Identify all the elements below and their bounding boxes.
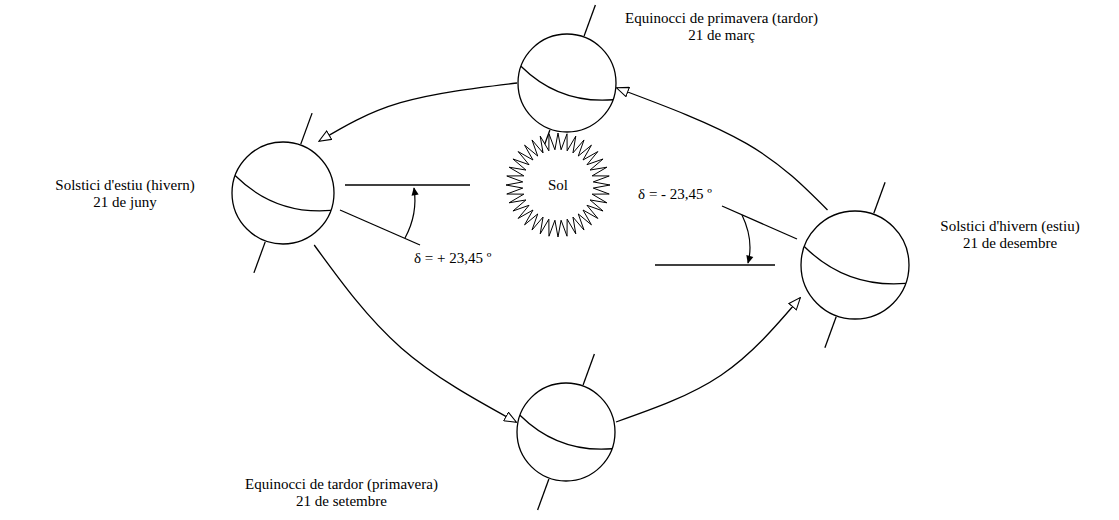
globe-outline — [801, 211, 909, 319]
earth-globe: Solstici d'hivern (estiu) 21 de desembre — [800, 210, 910, 320]
position-label: Equinocci de tardor (primavera) 21 de se… — [240, 476, 443, 510]
earth-axis — [874, 182, 885, 213]
orbit-arrow — [319, 83, 517, 141]
orbit-arrow — [616, 298, 800, 422]
earth-globe: Equinocci de tardor (primavera) 21 de se… — [516, 382, 616, 482]
declination-label: δ = + 23,45 º — [414, 250, 491, 267]
orbit-arrow — [617, 88, 828, 210]
globe-drawing — [231, 141, 335, 245]
sun-ray-line — [655, 264, 775, 265]
equator-line — [804, 247, 905, 284]
angle-arc — [742, 215, 750, 263]
earth-axis — [825, 317, 836, 348]
earth-axis — [301, 113, 312, 144]
position-label: Equinocci de primavera (tardor) 21 de ma… — [620, 10, 823, 44]
earth-axis — [538, 479, 549, 510]
globe-drawing — [516, 382, 616, 482]
equator-line — [520, 415, 612, 449]
globe-drawing — [800, 210, 910, 320]
globe-outline — [517, 383, 615, 481]
equator-plane-line — [722, 206, 797, 239]
position-label: Solstici d'hivern (estiu) 21 de desembre — [935, 218, 1085, 252]
sun-rays — [506, 133, 610, 237]
sun-shape: Sol — [506, 133, 610, 237]
equator-plane-line — [340, 210, 420, 245]
earth-globe: Solstici d'estiu (hivern) 21 de juny — [231, 141, 335, 245]
equator-line — [521, 66, 613, 100]
earth-axis — [254, 242, 265, 273]
orbit-arrow — [314, 245, 516, 422]
earth-axis — [584, 5, 595, 36]
equator-line — [235, 176, 331, 211]
globe-drawing — [517, 33, 617, 133]
sun-label: Sol — [548, 177, 568, 194]
earth-globe: Equinocci de primavera (tardor) 21 de ma… — [517, 33, 617, 133]
sun-ray-line — [345, 184, 470, 185]
position-label: Solstici d'estiu (hivern) 21 de juny — [50, 177, 200, 211]
earth-axis — [583, 354, 594, 385]
globe-outline — [518, 34, 616, 132]
globe-outline — [232, 142, 334, 244]
angle-arc — [405, 188, 415, 238]
declination-label: δ = - 23,45 º — [638, 186, 712, 203]
